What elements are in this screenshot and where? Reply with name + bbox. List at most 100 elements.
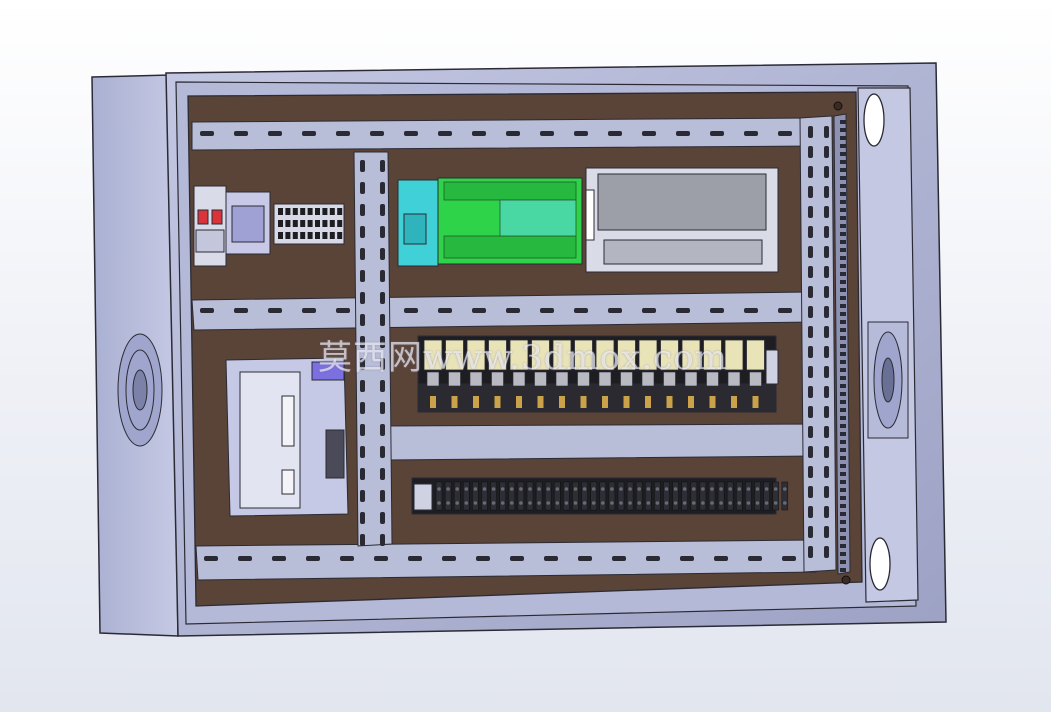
bottom-cable-duct: [195, 539, 817, 581]
duct-slot: [360, 424, 365, 436]
serration: [840, 192, 846, 196]
relay-socket: [491, 371, 504, 387]
power-supply-module: [225, 191, 271, 255]
duct-slot: [302, 131, 316, 136]
terminal-screw-head: [482, 501, 487, 505]
duct-slot: [380, 424, 385, 436]
duct-slot: [824, 526, 829, 538]
duct-slot: [824, 446, 829, 458]
serration: [840, 360, 846, 364]
terminal-screw-head: [728, 501, 732, 505]
duct-slot: [360, 534, 365, 546]
serration: [840, 184, 846, 188]
terminal-screw-head: [446, 501, 450, 505]
relay-socket: [598, 371, 612, 387]
serration: [840, 248, 846, 252]
backplate-screw-bottom: [841, 575, 851, 585]
duct-slot: [540, 308, 554, 313]
duct-slot: [808, 506, 813, 518]
din-terminal: [535, 481, 543, 511]
terminal-screw-head: [701, 487, 705, 491]
duct-slot: [380, 248, 385, 260]
terminal-screw: [278, 208, 283, 215]
terminal-screw-head: [610, 487, 614, 491]
din-terminal-strip: [411, 477, 789, 515]
serration: [840, 144, 846, 148]
duct-slot: [808, 426, 813, 438]
relay: [724, 339, 744, 371]
duct-slot: [808, 386, 813, 398]
terminal-screw: [300, 232, 306, 239]
duct-slot: [438, 308, 452, 313]
din-terminal: [654, 481, 661, 511]
duct-slot: [824, 366, 829, 378]
terminal-screw-head: [619, 487, 623, 491]
duct-slot: [544, 556, 558, 561]
plc-controller: [397, 177, 583, 267]
duct-slot: [824, 306, 829, 318]
relay: [746, 339, 765, 371]
din-terminal: [672, 481, 679, 511]
duct-slot: [472, 131, 486, 136]
din-terminal: [472, 481, 479, 511]
serration: [840, 512, 846, 516]
duct-slot: [808, 146, 813, 158]
din-terminal: [517, 481, 525, 511]
terminal-screw-head: [573, 487, 578, 491]
serration: [840, 272, 846, 276]
terminal-screw-head: [582, 487, 587, 491]
terminal-screw-head: [755, 487, 760, 491]
terminal-screw-head: [446, 487, 450, 491]
terminal-screw-head: [737, 501, 742, 505]
duct-slot: [824, 386, 829, 398]
terminal-screw: [315, 232, 320, 239]
serration: [840, 544, 846, 548]
din-terminal: [645, 481, 652, 511]
relay-pin: [473, 396, 479, 408]
duct-slot: [824, 286, 829, 298]
duct-slot: [680, 556, 694, 561]
terminal-screw-head: [710, 501, 714, 505]
duct-slot: [380, 490, 385, 502]
din-terminal: [599, 481, 607, 511]
din-terminal: [554, 481, 561, 511]
terminal-screw-head: [510, 487, 514, 491]
relay: [681, 339, 701, 371]
relay: [552, 339, 572, 371]
din-terminal: [763, 481, 770, 511]
duct-slot: [612, 556, 626, 561]
relay-pin: [752, 396, 759, 408]
serration: [840, 488, 846, 492]
duct-slot: [744, 308, 758, 313]
terminal-screw-head: [491, 487, 496, 491]
terminal-screw-head: [746, 501, 751, 505]
relay-socket: [620, 371, 633, 387]
relay-pin: [602, 396, 608, 408]
terminal-screw-head: [646, 487, 651, 491]
terminal-screw: [300, 220, 306, 227]
terminal-screw-head: [646, 501, 651, 505]
din-terminal: [526, 481, 534, 511]
duct-slot: [272, 556, 286, 561]
terminal-screw: [307, 232, 313, 239]
relay-socket: [749, 371, 762, 387]
din-terminal: [635, 481, 643, 511]
serration: [840, 176, 846, 180]
terminal-screw: [322, 220, 328, 227]
serration: [840, 216, 846, 220]
serration: [840, 464, 846, 468]
relay-pin: [537, 396, 544, 408]
terminal-screw-head: [719, 501, 723, 505]
duct-slot: [360, 336, 365, 348]
duct-slot: [442, 556, 456, 561]
duct-slot: [380, 534, 385, 546]
terminal-screw-head: [682, 501, 687, 505]
left-fan-vent: [117, 333, 163, 447]
serration: [840, 432, 846, 436]
din-terminal: [544, 481, 552, 511]
duct-slot: [676, 308, 690, 313]
duct-slot: [380, 226, 385, 238]
terminal-screw-head: [601, 501, 605, 505]
duct-slot: [808, 286, 813, 298]
